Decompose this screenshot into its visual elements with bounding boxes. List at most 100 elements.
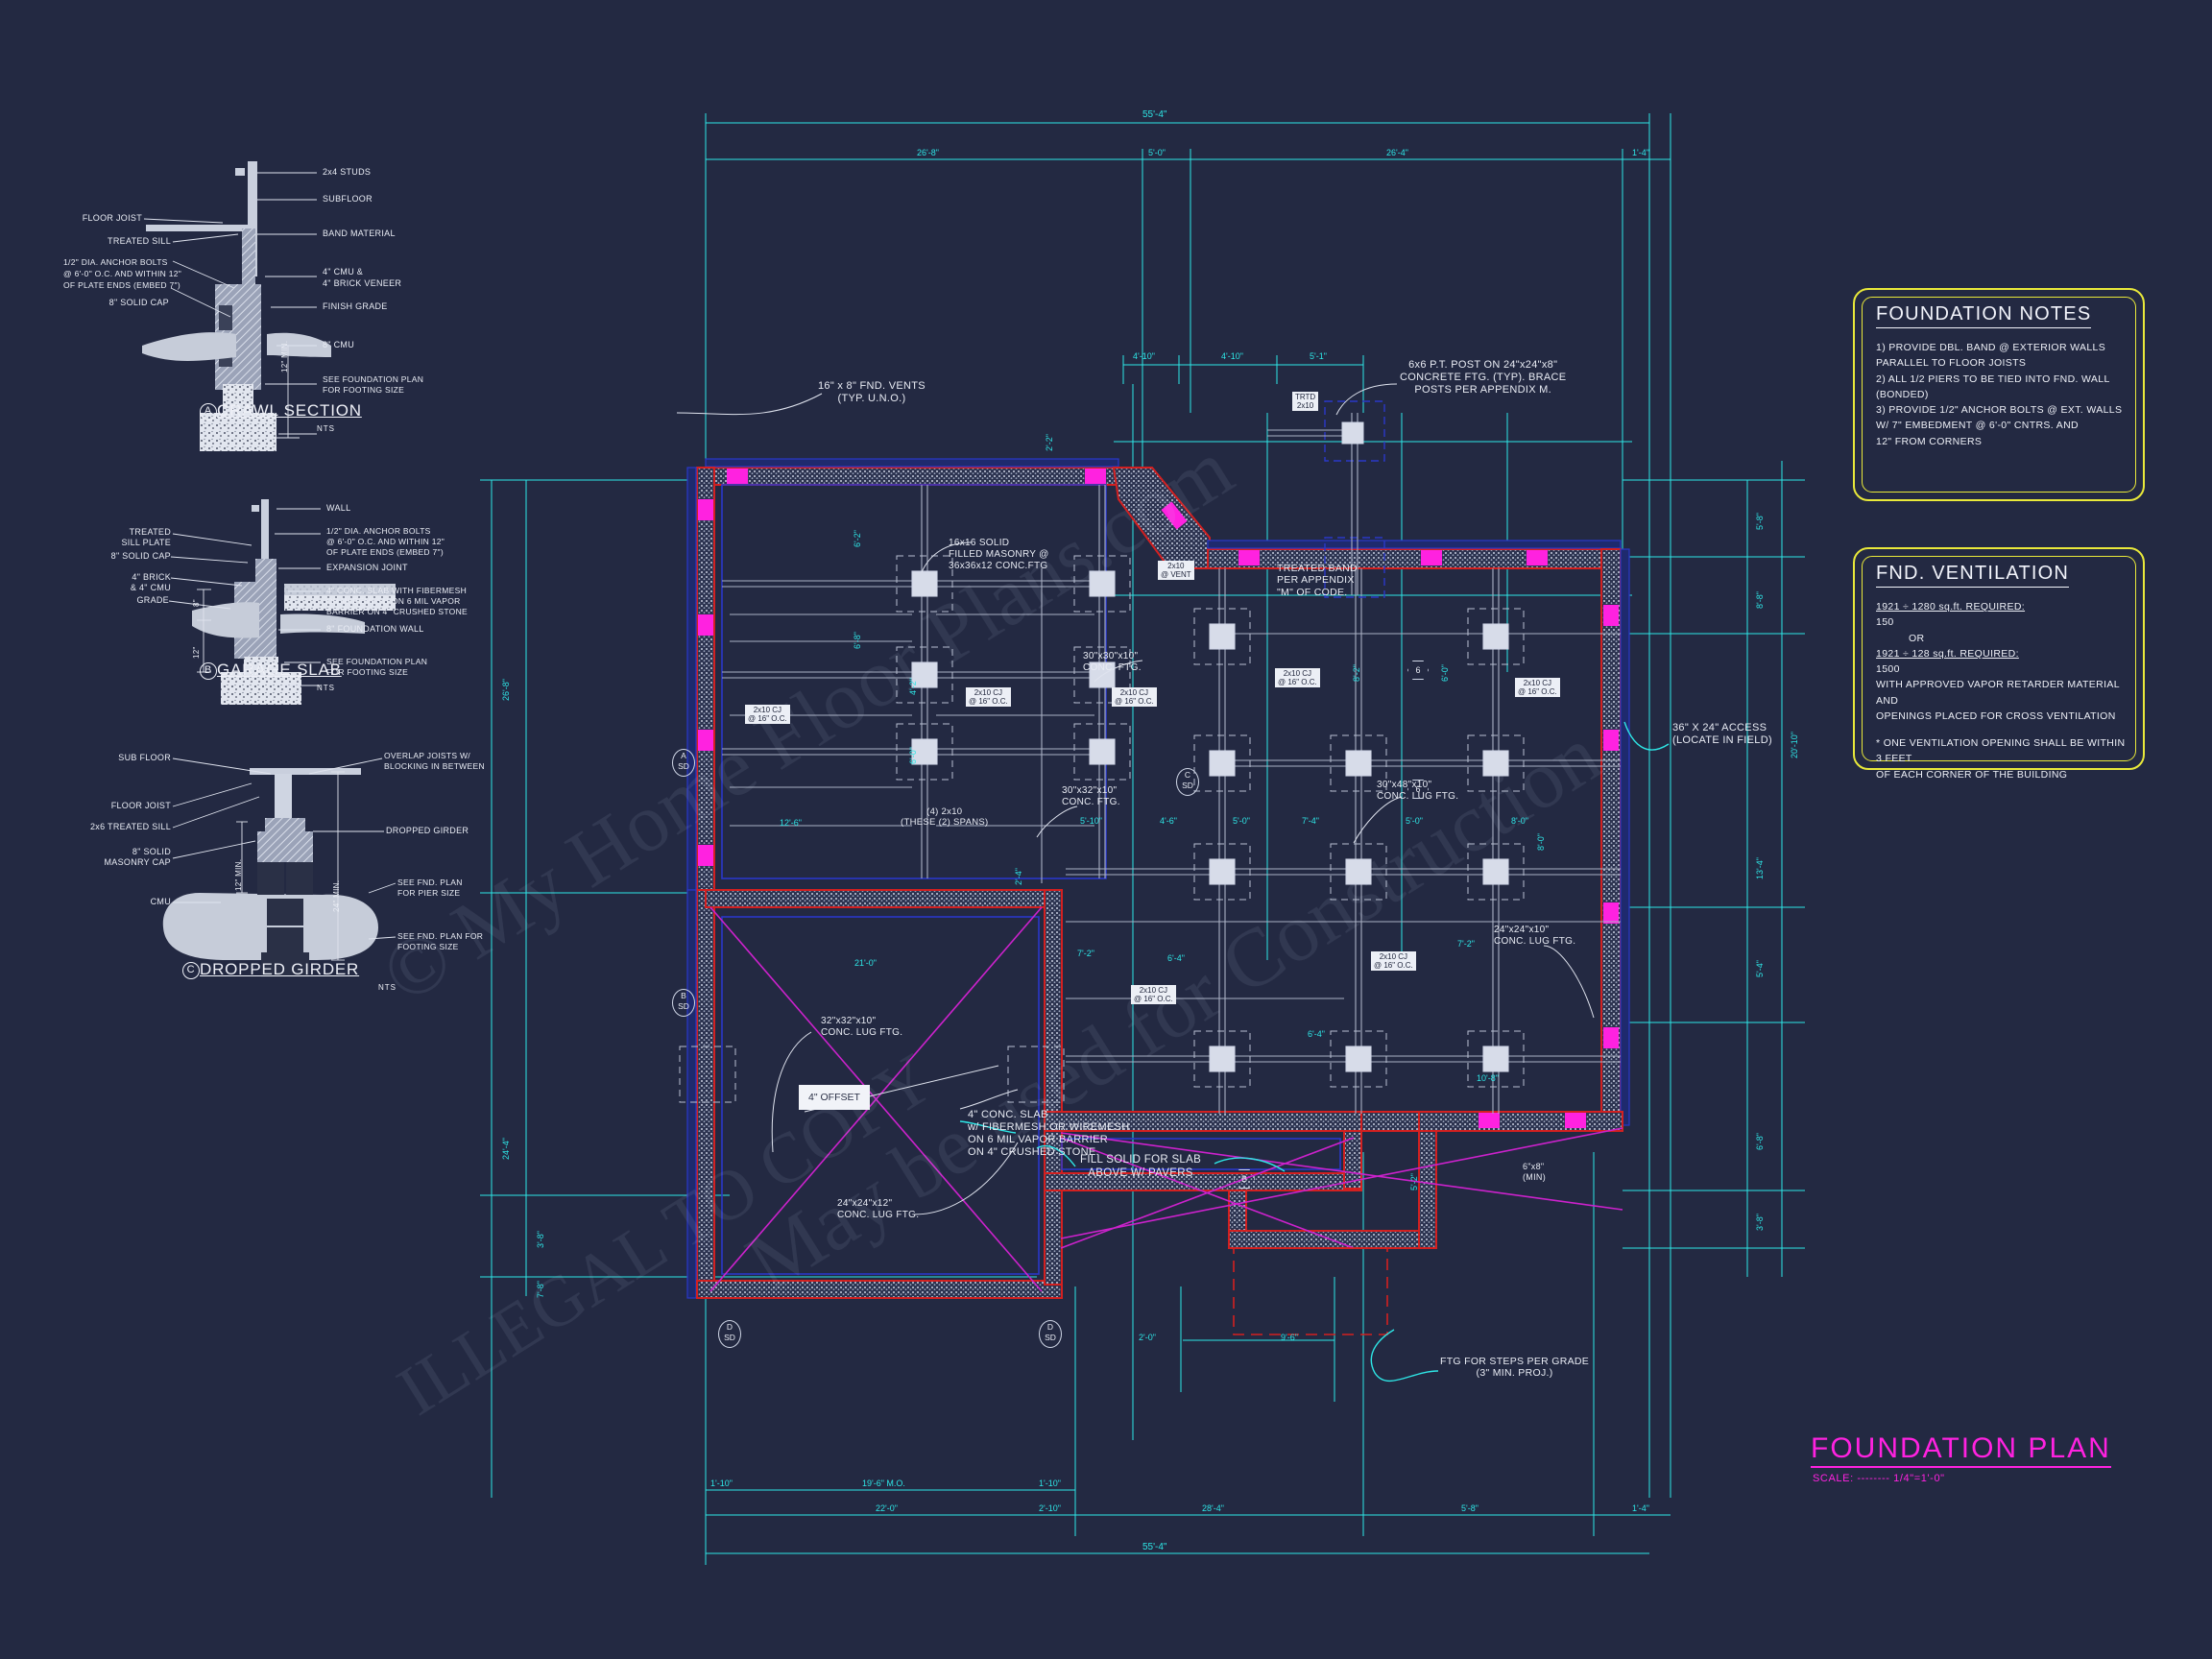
dim-interior: 6'-4"	[1167, 953, 1185, 963]
detail-b-dim-8: 8"	[192, 599, 201, 607]
dim-interior: 6'-0"	[908, 747, 918, 764]
dim-right: 5'-4"	[1755, 960, 1765, 977]
detail-c-label-solid: 8" SOLID	[132, 847, 171, 856]
dim-interior-min: 6"x8" (MIN)	[1523, 1162, 1546, 1182]
dim-top: 1'-4"	[1632, 148, 1649, 157]
dim-top: 55'-4"	[1142, 109, 1167, 120]
detail-c-label-cmu: CMU	[150, 897, 171, 906]
dim-interior: 21'-0"	[854, 958, 877, 968]
detail-c-dim-12-min: 12" MIN.	[234, 858, 243, 891]
joist-tag: 2x10 @ VENT	[1158, 561, 1194, 581]
joist-tag: TRTD 2x10	[1292, 392, 1319, 412]
detail-b-scale: NTS	[317, 684, 335, 692]
detail-b-label-solid-cap: 8" SOLID CAP	[110, 551, 171, 561]
detail-b-label-4-cmu: & 4" CMU	[130, 583, 171, 592]
detail-a-label-anchor-bolts-l2: @ 6'-0" O.C. AND WITHIN 12"	[63, 269, 182, 278]
detail-c-label-see-pier: SEE FND. PLAN	[397, 878, 463, 887]
detail-b-label-anchor-bolts: 1/2" DIA. ANCHOR BOLTS	[326, 526, 431, 536]
bubble-bottom-b: SD	[678, 1001, 689, 1011]
detail-b-label-anchor-bolts-l3: OF PLATE ENDS (EMBED 7")	[326, 547, 444, 557]
plan-detail-bubble-a[interactable]: A SD	[672, 749, 695, 777]
annotation-steps-footing: FTG FOR STEPS PER GRADE (3" MIN. PROJ.)	[1440, 1356, 1590, 1380]
joist-tag: 2x10 CJ @ 16" O.C.	[966, 687, 1011, 708]
fnd-ventilation-inner-border	[1862, 556, 2136, 761]
detail-b-caption-text: GARAGE SLAB	[217, 661, 342, 679]
foundation-note-3c: 12" FROM CORNERS	[1876, 435, 1983, 447]
dim-interior: 6'-2"	[853, 530, 862, 547]
foundation-note-3b: W/ 7" EMBEDMENT @ 6'-0" CNTRS. AND	[1876, 420, 2079, 432]
dim-interior: 12'-6"	[780, 818, 802, 828]
foundation-notes-body: 1) PROVIDE DBL. BAND @ EXTERIOR WALLS PA…	[1876, 340, 2129, 449]
foundation-note-1b: PARALLEL TO FLOOR JOISTS	[1876, 357, 2027, 370]
vent-line-7: OPENINGS PLACED FOR CROSS VENTILATION	[1876, 709, 2116, 722]
detail-a-label-footing-size: FOR FOOTING SIZE	[323, 385, 405, 395]
plan-detail-bubble-d2[interactable]: D SD	[1039, 1320, 1062, 1348]
dim-right: 3'-8"	[1755, 1214, 1765, 1231]
plan-detail-bubble-c[interactable]: C SD	[1176, 768, 1199, 796]
dim-interior: 5'-0"	[1406, 816, 1423, 826]
detail-b-label-see-fnd-plan: SEE FOUNDATION PLAN	[326, 657, 428, 666]
joist-tag: 2x10 CJ @ 16" O.C.	[1515, 678, 1560, 698]
bubble-bottom-d1: SD	[724, 1333, 735, 1342]
foundation-note-3: 3) PROVIDE 1/2" ANCHOR BOLTS @ EXT. WALL…	[1876, 404, 2123, 417]
dim-right: 5'-8"	[1755, 513, 1765, 530]
detail-c-label-footing-size: FOOTING SIZE	[397, 942, 459, 951]
plan-hex-marker[interactable]: 6	[1407, 661, 1429, 680]
dim-right: 13'-4"	[1755, 857, 1765, 879]
detail-b-label-expansion-joint: EXPANSION JOINT	[326, 563, 408, 572]
annotation-lug-30x48: 30"x48"x10" CONC. LUG FTG.	[1377, 780, 1459, 802]
dim-bottom: 19'-6" M.O.	[862, 1479, 905, 1488]
detail-b-label-foundation-wall: 8" FOUNDATION WALL	[326, 624, 424, 634]
dim-bottom: 28'-4"	[1202, 1503, 1224, 1513]
annotation-lug-30x30: 30"x30"x10" CONC. FTG.	[1083, 651, 1142, 673]
dim-interior: 2'-4"	[1014, 868, 1023, 885]
foundation-notes-box: FOUNDATION NOTES 1) PROVIDE DBL. BAND @ …	[1853, 288, 2145, 501]
vent-line-6: WITH APPROVED VAPOR RETARDER MATERIAL AN…	[1876, 679, 2120, 707]
detail-a-label-treated-sill: TREATED SILL	[108, 236, 171, 246]
fnd-ventilation-body: 1921 ÷ 1280 sq.ft. REQUIRED: 150 OR 1921…	[1876, 599, 2129, 782]
detail-c-label-masonry-cap: MASONRY CAP	[104, 857, 171, 867]
annotation-post-footing: 6x6 P.T. POST ON 24"x24"x8" CONCRETE FTG…	[1400, 359, 1567, 396]
detail-a-scale: NTS	[317, 424, 335, 433]
detail-b-bubble: B	[200, 662, 217, 680]
detail-c-label-sub-floor: SUB FLOOR	[118, 753, 171, 762]
plan-detail-bubble-d1[interactable]: D SD	[718, 1320, 741, 1348]
detail-c-bubble: C	[182, 962, 200, 979]
detail-b-dim-12: 12"	[192, 646, 201, 659]
detail-b-label-anchor-bolts-l2: @ 6'-0" O.C. AND WITHIN 12"	[326, 537, 445, 546]
detail-c-dim-24-min: 24" MIN.	[332, 879, 341, 912]
detail-c-label-pier-size: FOR PIER SIZE	[397, 888, 461, 898]
detail-b-label-brick: 4" BRICK	[132, 572, 171, 582]
plan-detail-bubble-b[interactable]: B SD	[672, 989, 695, 1017]
detail-b-label-footing-size: FOR FOOTING SIZE	[326, 667, 409, 677]
dim-interior: 2'-2"	[1045, 434, 1054, 451]
dim-interior: 6'-0"	[1440, 664, 1450, 682]
dim-bottom: 22'-0"	[876, 1503, 898, 1513]
dim-interior: 8'-0"	[1511, 816, 1528, 826]
detail-a-label-studs: 2x4 STUDS	[323, 167, 372, 177]
annotation-fnd-vents: 16" x 8" FND. VENTS (TYP. U.N.O.)	[818, 380, 926, 404]
detail-a-bubble: A	[200, 403, 217, 421]
detail-c-label-dropped-girder: DROPPED GIRDER	[386, 826, 469, 835]
vent-line-8: * ONE VENTILATION OPENING SHALL BE WITHI…	[1876, 737, 2126, 765]
detail-c-label-overlap-joists: OVERLAP JOISTS W/	[384, 751, 470, 760]
dim-top: 4'-10"	[1133, 351, 1155, 361]
dim-bottom: 55'-4"	[1142, 1542, 1167, 1552]
detail-c-caption-text: DROPPED GIRDER	[200, 960, 360, 978]
dim-right: 8'-8"	[1755, 591, 1765, 609]
dim-interior: 5'-10"	[1080, 816, 1102, 826]
detail-a-geometry	[142, 161, 331, 451]
vent-line-4: 1921 ÷ 128 sq.ft. REQUIRED:	[1876, 647, 2019, 660]
detail-a-label-floor-joist: FLOOR JOIST	[82, 213, 142, 223]
plan-hex-marker[interactable]: 6	[1407, 780, 1429, 799]
dim-interior: 4'-6"	[1160, 816, 1177, 826]
foundation-note-2b: (BONDED)	[1876, 388, 1929, 400]
plan-hex-marker[interactable]: B	[1234, 1169, 1255, 1189]
dim-bottom: 1'-10"	[710, 1479, 733, 1488]
dim-bottom: 1'-10"	[1039, 1479, 1061, 1488]
annotation-solid-masonry: 16x16 SOLID FILLED MASONRY @ 36x36x12 CO…	[949, 538, 1049, 571]
dim-interior: 6'-4"	[1308, 1029, 1325, 1039]
joist-tag: 2x10 CJ @ 16" O.C.	[1131, 985, 1176, 1005]
